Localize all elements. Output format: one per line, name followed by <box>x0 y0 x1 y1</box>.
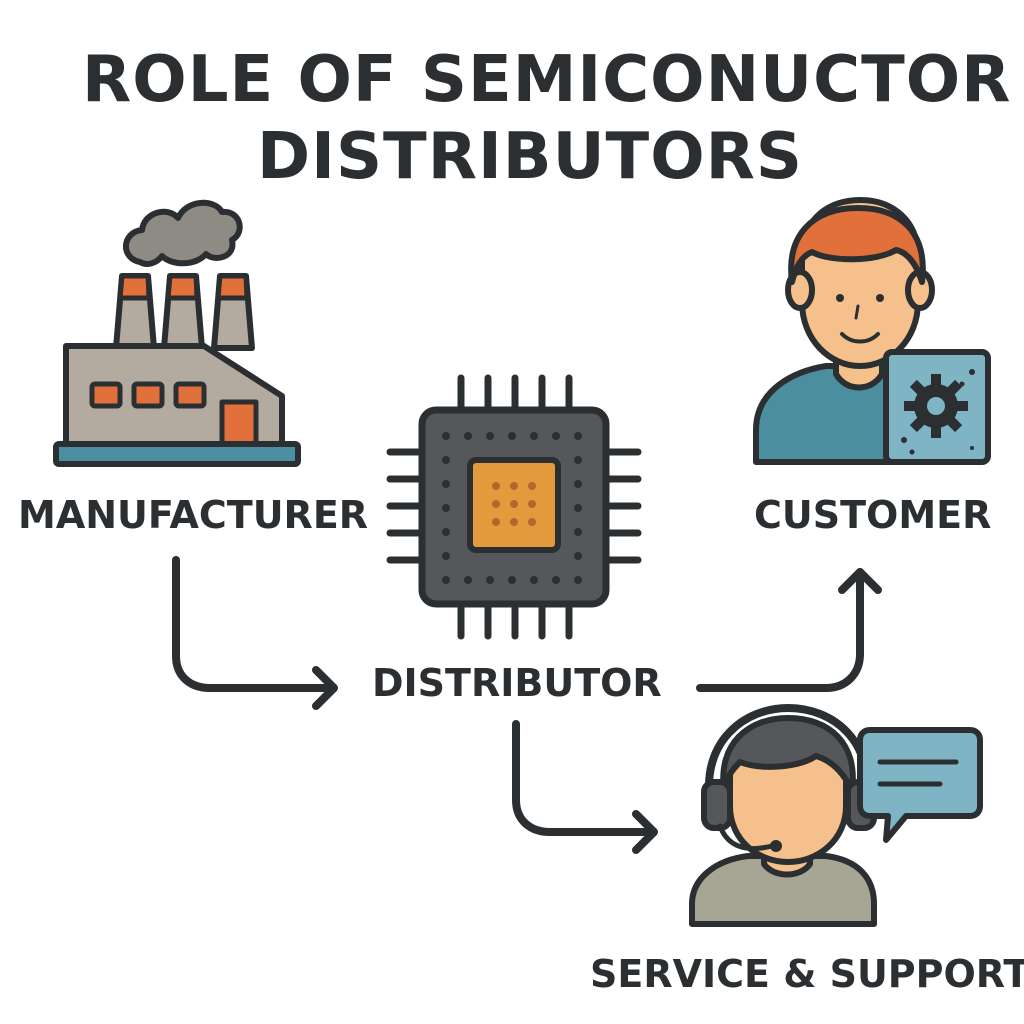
service-support-label: SERVICE & SUPPORT <box>590 952 1024 996</box>
factory-base <box>53 441 301 467</box>
title-line-2: DISTRIBUTORS <box>257 120 803 194</box>
factory-window <box>173 381 207 409</box>
chip-core-dots <box>492 482 536 526</box>
arrow-distributor-to-service <box>512 720 656 836</box>
chip-dots <box>442 432 582 584</box>
customer-hair <box>788 205 926 285</box>
person-with-gear-icon <box>753 197 991 465</box>
customer-label: CUSTOMER <box>754 493 992 537</box>
smoke-cloud <box>123 200 243 267</box>
distributor-label: DISTRIBUTOR <box>372 661 662 705</box>
manufacturer-label: MANUFACTURER <box>18 493 369 537</box>
flow-arrows <box>172 556 882 854</box>
arrow-distributor-to-customer <box>696 568 864 692</box>
title-line-1: ROLE OF SEMICONUCTOR <box>82 43 1012 117</box>
factory-icon <box>53 200 301 467</box>
chip-pins <box>386 374 642 640</box>
factory-window <box>89 381 123 409</box>
gear-icon <box>904 374 968 438</box>
factory-door <box>219 399 259 449</box>
headset-agent-icon <box>689 704 983 927</box>
factory-window <box>131 381 165 409</box>
microchip-icon <box>386 374 642 640</box>
agent-shirt <box>689 853 877 927</box>
arrow-manufacturer-to-distributor <box>172 556 336 692</box>
agent-hair <box>720 715 856 793</box>
